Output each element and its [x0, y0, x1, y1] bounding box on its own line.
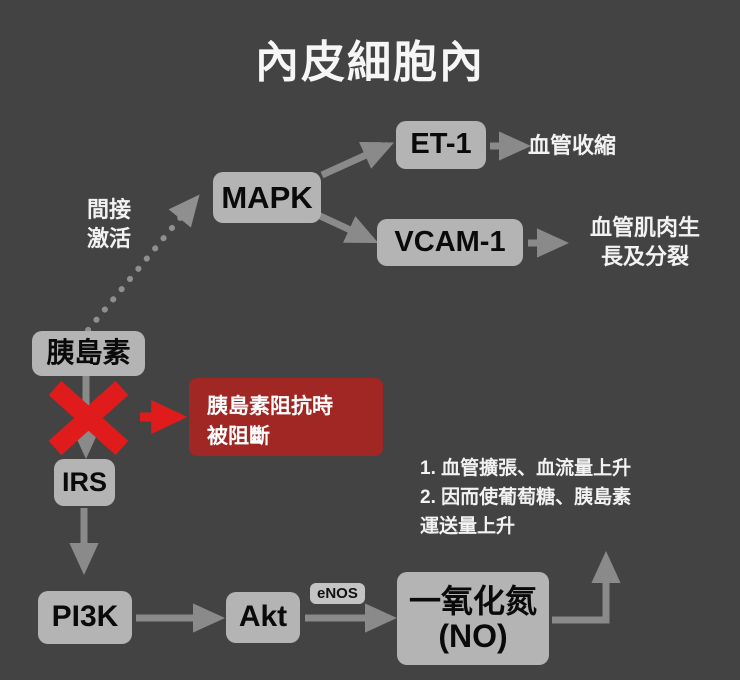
- outcome-item-2: 2. 因而使葡萄糖、胰島素 運送量上升: [420, 486, 632, 537]
- node-insulin-label: 胰島素: [46, 337, 131, 369]
- node-irs[interactable]: IRS: [54, 459, 115, 506]
- outcome-list: 1. 血管擴張、血流量上升 2. 因而使葡萄糖、胰島素 運送量上升: [396, 455, 726, 542]
- page-title: 內皮細胞內: [255, 38, 485, 87]
- connector-no-to-outcomes: [552, 550, 621, 624]
- connector-mapk-to-et1: [320, 141, 395, 179]
- node-nitric-oxide-label: 一氧化氮 (NO): [408, 582, 537, 654]
- node-pi3k[interactable]: PI3K: [38, 591, 132, 644]
- node-vcam1-label: VCAM-1: [394, 225, 506, 258]
- node-et1[interactable]: ET-1: [396, 121, 486, 169]
- label-vasoconstriction: 血管收縮: [528, 133, 617, 158]
- node-mapk-label: MAPK: [221, 179, 313, 215]
- connector-insulin-to-mapk-dotted: [85, 194, 200, 333]
- label-smooth-muscle-growth: 血管肌肉生 長及分裂: [589, 215, 700, 269]
- node-et1-label: ET-1: [410, 128, 472, 161]
- outcome-item-1: 1. 血管擴張、血流量上升: [420, 458, 632, 479]
- enos-chip-label: eNOS: [317, 585, 358, 602]
- connector-mapk-to-vcam1: [316, 211, 379, 244]
- node-nitric-oxide[interactable]: 一氧化氮 (NO): [397, 572, 549, 665]
- node-mapk[interactable]: MAPK: [213, 172, 321, 223]
- node-pi3k-label: PI3K: [51, 600, 119, 634]
- label-indirect-activation: 間接 激活: [86, 197, 131, 251]
- blocked-cross-icon: [48, 380, 129, 456]
- node-irs-label: IRS: [61, 466, 107, 497]
- insulin-resistance-callout: 胰島素阻抗時 被阻斷: [189, 378, 383, 456]
- node-akt-label: Akt: [238, 600, 288, 634]
- node-akt[interactable]: Akt: [226, 592, 300, 643]
- node-insulin[interactable]: 胰島素: [32, 331, 145, 376]
- node-vcam1[interactable]: VCAM-1: [377, 219, 523, 266]
- enos-chip[interactable]: eNOS: [310, 583, 365, 604]
